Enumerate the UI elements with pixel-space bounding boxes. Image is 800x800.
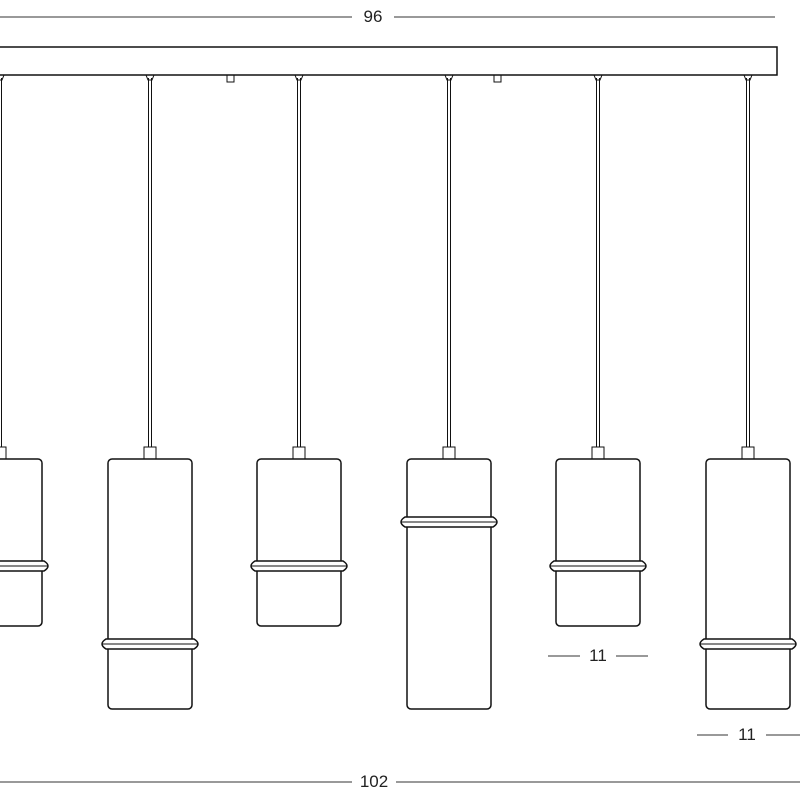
cord-clamp	[145, 74, 155, 81]
cord-clamp	[593, 74, 603, 81]
canopy-width-label: 96	[359, 8, 387, 26]
lamp-shade	[705, 458, 791, 710]
shade-diameter-label: 11	[585, 647, 611, 665]
lamp-shade	[406, 458, 492, 710]
socket-cap	[741, 446, 755, 460]
socket-cap	[292, 446, 306, 460]
canopy-mount-tab	[493, 74, 502, 83]
overall-width-label: 102	[355, 773, 393, 791]
cord-clamp	[0, 74, 5, 81]
cord-clamp	[294, 74, 304, 81]
lamp-shade	[555, 458, 641, 627]
socket-cap	[143, 446, 157, 460]
lamp-shade	[0, 458, 43, 627]
socket-cap	[591, 446, 605, 460]
shade-diameter-label: 11	[734, 726, 760, 744]
socket-cap	[0, 446, 7, 460]
canopy-mount-tab	[226, 74, 235, 83]
pendants-group	[0, 74, 797, 710]
lamp-shade	[107, 458, 193, 710]
canopy-bar	[0, 46, 778, 76]
lamp-shade	[256, 458, 342, 627]
cord-clamp	[444, 74, 454, 81]
cord-clamp	[743, 74, 753, 81]
socket-cap	[442, 446, 456, 460]
